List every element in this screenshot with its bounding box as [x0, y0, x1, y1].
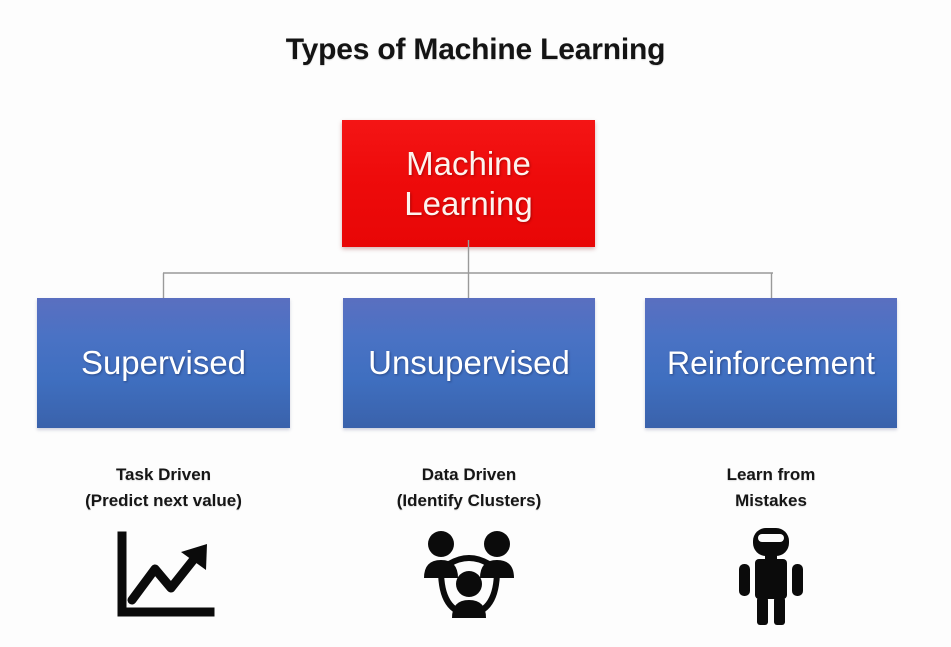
caption-supervised-line2: (Predict next value)	[85, 491, 242, 510]
icon-slot-supervised	[37, 524, 290, 628]
caption-unsupervised: Data Driven (Identify Clusters)	[343, 462, 595, 514]
caption-unsupervised-line1: Data Driven	[421, 465, 517, 484]
caption-supervised: Task Driven (Predict next value)	[37, 462, 290, 514]
people-cluster-icon	[424, 531, 514, 618]
node-reinforcement-label: Reinforcement	[666, 344, 876, 381]
node-supervised-label: Supervised	[80, 344, 247, 381]
node-unsupervised: Unsupervised	[343, 298, 595, 428]
caption-reinforcement-line1: Learn from	[726, 465, 816, 484]
node-reinforcement: Reinforcement	[645, 298, 897, 428]
icon-slot-reinforcement	[645, 524, 897, 628]
node-unsupervised-label: Unsupervised	[368, 344, 570, 381]
robot-icon	[739, 528, 803, 625]
caption-unsupervised-line2: (Identify Clusters)	[396, 491, 542, 510]
page-title: Types of Machine Learning	[285, 33, 666, 66]
trending-up-chart-icon	[117, 531, 214, 617]
caption-reinforcement: Learn from Mistakes	[645, 462, 897, 514]
node-machine-learning-label-line2: Learning	[404, 184, 533, 222]
caption-reinforcement-line2: Mistakes	[735, 491, 807, 510]
node-supervised: Supervised	[37, 298, 290, 428]
node-machine-learning: Machine Learning	[342, 120, 595, 247]
node-machine-learning-label-line1: Machine	[406, 144, 531, 182]
icon-slot-unsupervised	[343, 524, 595, 628]
caption-supervised-line1: Task Driven	[115, 465, 212, 484]
